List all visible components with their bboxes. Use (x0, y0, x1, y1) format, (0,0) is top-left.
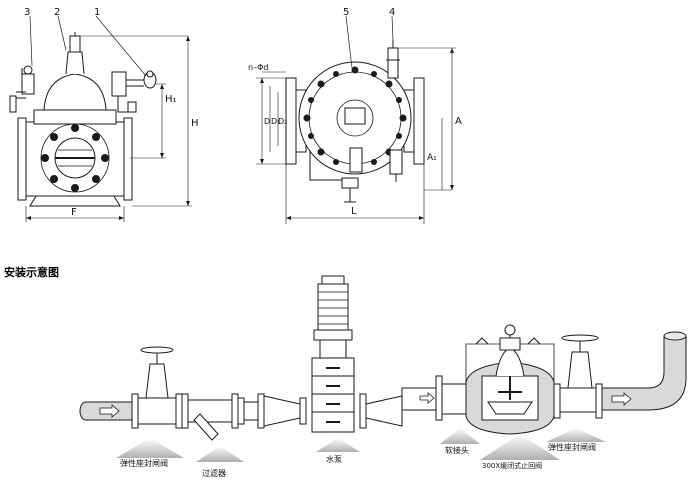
front-view (9, 15, 192, 222)
label-main-valve: 300X缓闭式止回阀 (482, 461, 542, 470)
dim-a1: A₁ (427, 153, 437, 163)
callout-1: 1 (94, 7, 100, 18)
section-title: 安装示意图 (4, 266, 59, 279)
callout-3: 3 (24, 7, 30, 18)
dim-d2: D₂ (278, 117, 287, 126)
dim-d: D (264, 117, 270, 126)
dim-l: L (351, 206, 357, 217)
side-view (256, 15, 456, 224)
dim-a: A (455, 116, 462, 127)
dim-f: F (71, 207, 77, 218)
dim-h: H (191, 118, 199, 129)
label-pump: 水泵 (326, 454, 342, 464)
dim-d1: D₁ (271, 117, 280, 126)
install-diagram (79, 275, 687, 441)
callout-5: 5 (343, 7, 349, 18)
dim-h1: H₁ (165, 94, 177, 105)
label-gate-valve-right: 弹性座封闸阀 (548, 442, 596, 452)
callout-4: 4 (389, 7, 395, 18)
label-markers (116, 428, 606, 462)
callout-2: 2 (54, 7, 60, 18)
label-soft-joint: 软接头 (445, 445, 469, 455)
label-strainer: 过滤器 (202, 468, 226, 478)
dim-holes: n–Φd (248, 63, 268, 72)
label-gate-valve-left: 弹性座封闸阀 (120, 458, 168, 468)
flow-arrows (99, 392, 632, 418)
